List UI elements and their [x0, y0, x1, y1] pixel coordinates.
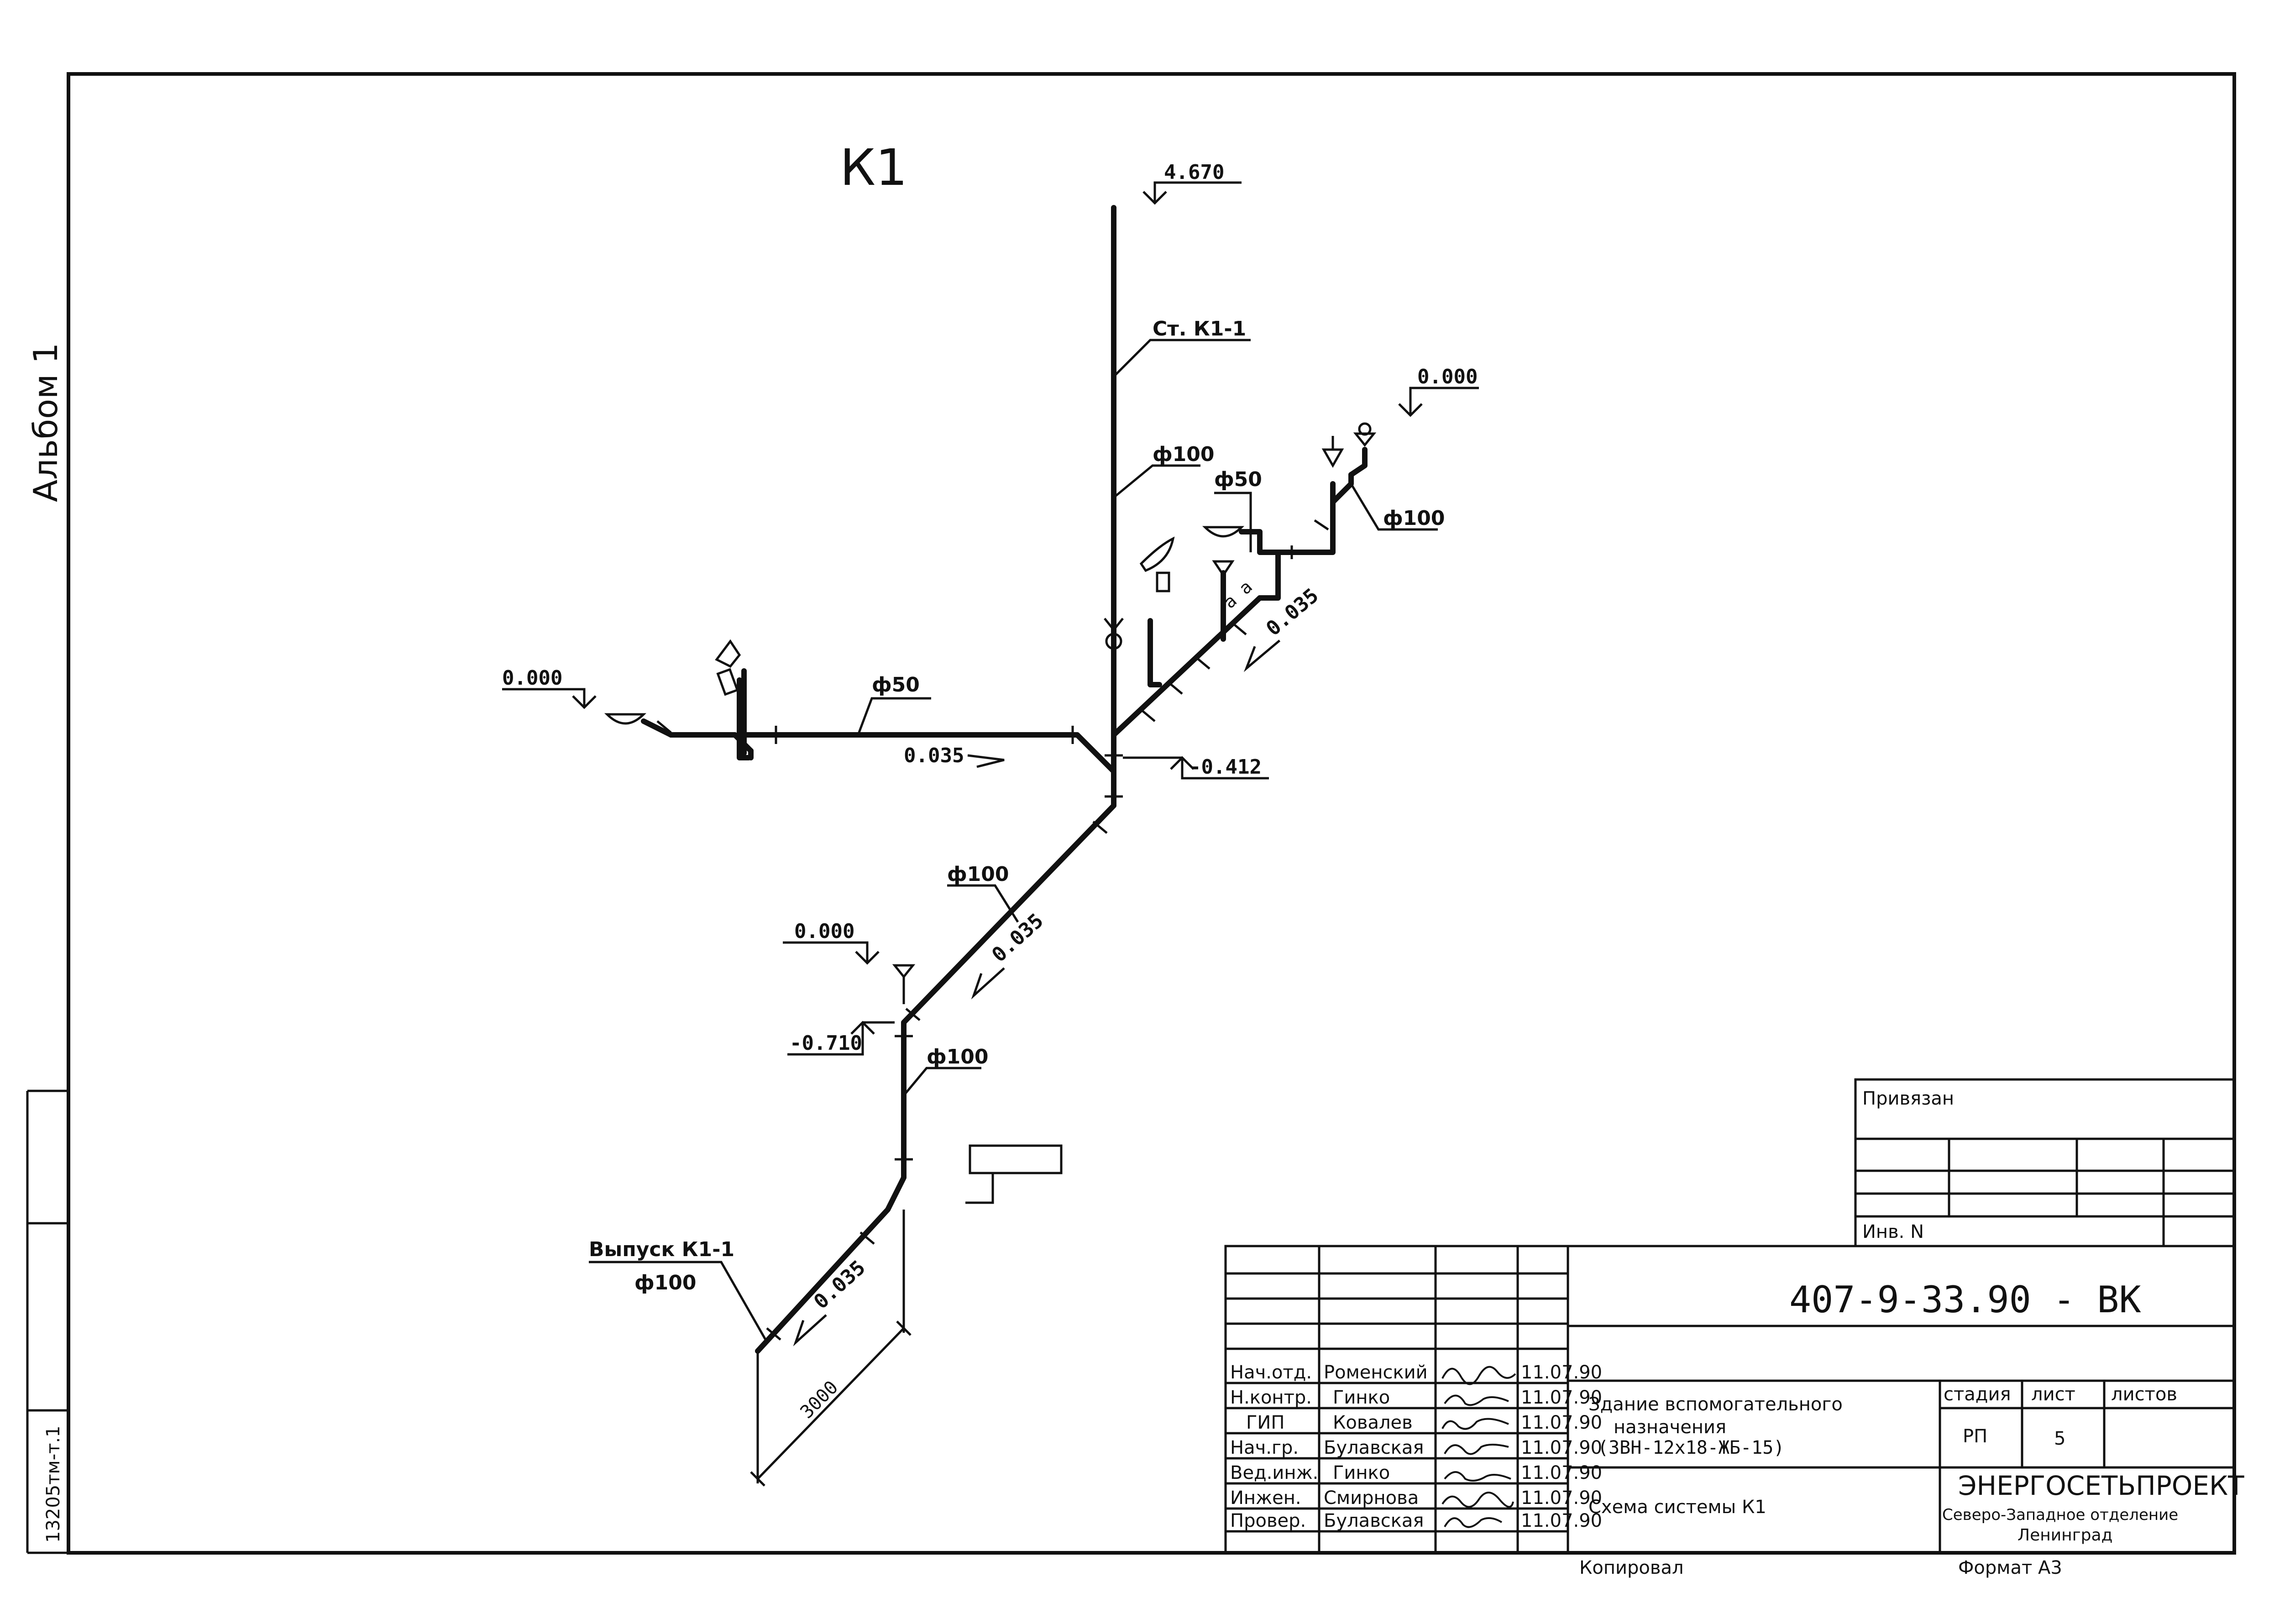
company-division: Северо-Западное отделение: [1942, 1506, 2178, 1524]
company-name: ЭНЕРГОСЕТЬПРОЕКТ: [1958, 1470, 2244, 1501]
drawing-frame: [67, 72, 2236, 1555]
right-d100-label: ф100: [1383, 507, 1445, 530]
staff-role: Провер.: [1230, 1510, 1306, 1531]
staff-name: Гинко: [1333, 1462, 1390, 1483]
floor-drain-icon: [892, 964, 916, 979]
staff-name: Роменский: [1324, 1362, 1428, 1383]
staff-role: Вед.инж.: [1230, 1462, 1318, 1483]
staff-role: ГИП: [1246, 1412, 1284, 1433]
elevation-minus-0710: -0.710: [790, 1032, 862, 1055]
copied-label: Копировал: [1579, 1557, 1684, 1578]
staff-name: Гинко: [1333, 1387, 1390, 1408]
privyazan-label: Привязан: [1862, 1088, 1954, 1109]
staff-date: 11.07.90: [1521, 1488, 1602, 1509]
staff-date: 11.07.90: [1521, 1387, 1602, 1408]
company-city: Ленинград: [2017, 1526, 2112, 1545]
elevation-left: 0.000: [502, 666, 562, 690]
staff-date: 11.07.90: [1521, 1362, 1602, 1383]
washbasin-icon-right-2: [1202, 526, 1245, 538]
staff-name: Смирнова: [1324, 1488, 1419, 1509]
right-slope-label: 0.035: [1262, 584, 1323, 640]
stage-value: РП: [1963, 1426, 1987, 1447]
toilet-icon: [715, 639, 741, 668]
diagonal-slope-label: 0.035: [987, 909, 1048, 967]
sheet-header: лист: [2031, 1384, 2075, 1405]
inv-label: Инв. N: [1862, 1221, 1924, 1242]
margin-inv-number: 13205тм-т.1: [43, 1425, 64, 1543]
staff-name: Булавская: [1324, 1437, 1424, 1458]
outlet-wall: [969, 1144, 1063, 1174]
right-branch-pipe: [1111, 595, 1263, 738]
pipe-schematic: а а 3000: [604, 205, 1377, 1487]
stage-header: стадия: [1944, 1384, 2011, 1405]
outlet-label: Выпуск К1-1: [589, 1238, 734, 1261]
funnel-icon: [1212, 560, 1235, 577]
staff-name: Булавская: [1324, 1510, 1424, 1531]
staff-role: Инжен.: [1230, 1488, 1301, 1509]
diagonal-d100-label: ф100: [947, 863, 1009, 886]
album-label: Альбом 1: [26, 343, 65, 502]
outlet-diameter-label: ф100: [634, 1271, 697, 1294]
title-block: Привязан Инв. N 407-9-33.90 - ВК Здание: [1224, 1078, 2244, 1578]
drawing-code: 407-9-33.90 - ВК: [1789, 1278, 2141, 1321]
right-d50-label: ф50: [1214, 468, 1262, 491]
elevation-mid: 0.000: [794, 920, 854, 943]
drawing-title: К1: [840, 138, 907, 197]
staff-role: Нач.гр.: [1230, 1437, 1299, 1458]
elevation-right: 0.000: [1417, 365, 1478, 388]
staff-table: Нач.отд. Роменский 11.07.90 Н.контр. Гин…: [1230, 1362, 1602, 1531]
washbasin-icon-right-1: [1139, 536, 1175, 572]
sheet-title: Схема системы К1: [1588, 1497, 1766, 1518]
riser-label: Ст. К1-1: [1153, 317, 1246, 341]
staff-date: 11.07.90: [1521, 1510, 1602, 1531]
riser-cleanout-icon: [1105, 633, 1122, 650]
main-diagonal-pipe: [755, 778, 1116, 1354]
washbasin-icon: [604, 713, 647, 725]
left-d50-label: ф50: [872, 673, 920, 697]
staff-date: 11.07.90: [1521, 1412, 1602, 1433]
staff-date: 11.07.90: [1521, 1462, 1602, 1483]
vertical-d100-label: ф100: [927, 1045, 989, 1069]
staff-role: Нач.отд.: [1230, 1362, 1312, 1383]
staff-name: Ковалев: [1333, 1412, 1413, 1433]
elevation-minus-0412: -0.412: [1189, 755, 1262, 779]
object-title-3: (3ВН-12х18-ЖБ-15): [1598, 1437, 1784, 1458]
object-title: Здание вспомогательного: [1588, 1394, 1843, 1415]
sheets-header: листов: [2111, 1384, 2177, 1405]
format-label: Формат А3: [1958, 1557, 2062, 1578]
object-title-2: назначения: [1614, 1417, 1726, 1438]
left-slope-label: 0.035: [904, 744, 964, 767]
staff-role: Н.контр.: [1230, 1387, 1312, 1408]
sheet-value: 5: [2054, 1428, 2065, 1449]
margin-stamp: 13205тм-т.1: [26, 1090, 68, 1554]
elevation-top: 4.670: [1164, 161, 1224, 184]
annotations: 4.670 Ст. К1-1 ф100 0.000 ф50 ф100 0.035…: [502, 161, 1479, 1346]
riser-diameter-label: ф100: [1153, 443, 1215, 466]
signatures: [1441, 1366, 1516, 1528]
staff-date: 11.07.90: [1521, 1437, 1602, 1458]
